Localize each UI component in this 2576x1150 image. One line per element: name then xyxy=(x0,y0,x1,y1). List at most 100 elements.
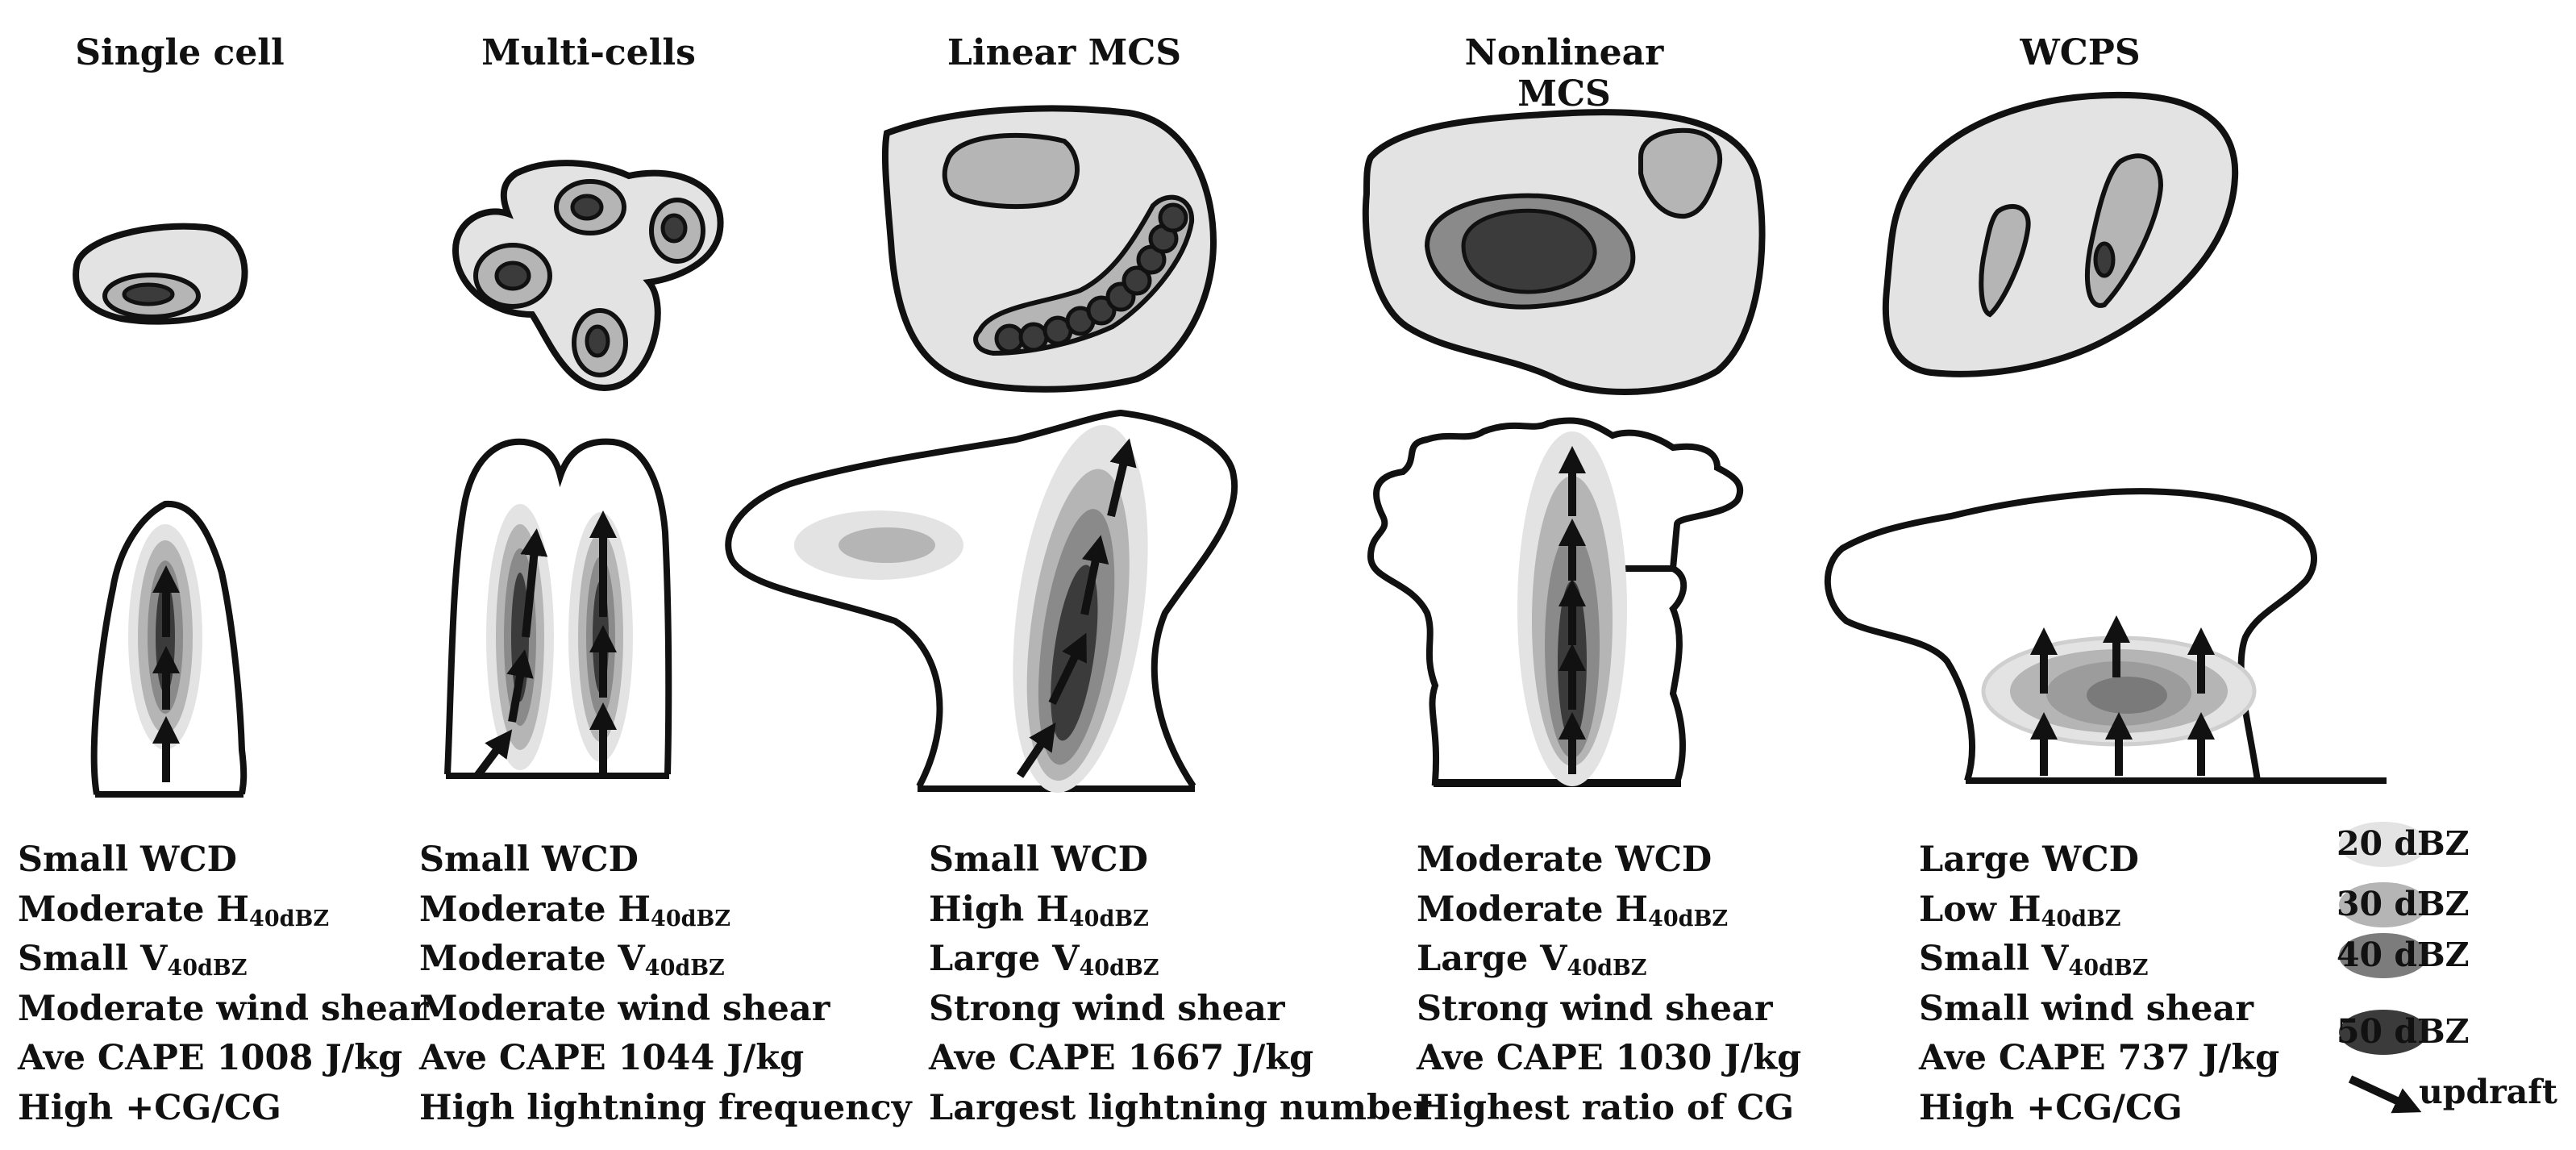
property-subscript: 40dBZ xyxy=(249,906,330,931)
property-line: Highest ratio of CG xyxy=(1417,1084,1801,1134)
property-subscript: 40dBZ xyxy=(167,956,248,981)
property-subscript: 40dBZ xyxy=(1068,906,1149,931)
property-line: Moderate V40dBZ xyxy=(419,935,912,985)
property-text: Ave CAPE 737 J/kg xyxy=(1919,1038,2280,1078)
property-line: Strong wind shear xyxy=(1417,985,1801,1035)
nonlinear-mcs-plan-view xyxy=(1362,109,1766,395)
multi-cells-plan-view xyxy=(452,160,724,391)
property-text: Small wind shear xyxy=(1919,988,2254,1029)
legend-label-30dbz: 30 dBZ xyxy=(2337,885,2470,923)
legend-label-40dbz: 40 dBZ xyxy=(2337,935,2470,974)
legend-swatch-20dbz xyxy=(2339,822,2428,867)
property-line: Strong wind shear xyxy=(929,985,1431,1035)
property-line: Moderate H40dBZ xyxy=(1417,885,1801,935)
property-line: Small WCD xyxy=(18,835,428,885)
legend-label-50dbz: 50 dBZ xyxy=(2337,1012,2470,1051)
property-text: Ave CAPE 1667 J/kg xyxy=(929,1038,1314,1078)
title-wcps: WCPS xyxy=(2020,32,2141,73)
property-text: Strong wind shear xyxy=(929,988,1285,1029)
property-line: Largest lightning number xyxy=(929,1084,1431,1134)
property-text: Moderate H xyxy=(1417,889,1649,930)
title-nonlinear-mcs: Nonlinear MCS xyxy=(1464,32,1664,115)
property-text: Ave CAPE 1044 J/kg xyxy=(419,1038,805,1078)
linear-mcs-cross-section xyxy=(725,409,1238,794)
property-line: Ave CAPE 1667 J/kg xyxy=(929,1034,1431,1084)
legend-label-20dbz: 20 dBZ xyxy=(2337,824,2470,863)
property-line: Ave CAPE 1030 J/kg xyxy=(1417,1034,1801,1084)
property-text: Moderate wind shear xyxy=(419,988,830,1029)
property-line: High +CG/CG xyxy=(1919,1084,2279,1134)
arrow-icon xyxy=(2348,1075,2422,1114)
property-line: Moderate WCD xyxy=(1417,835,1801,885)
legend-label-updraft: updraft xyxy=(2419,1073,2557,1111)
property-line: Ave CAPE 1008 J/kg xyxy=(18,1034,428,1084)
property-subscript: 40dBZ xyxy=(1567,956,1647,981)
wcps-cross-section xyxy=(1824,488,2387,784)
property-line: Small WCD xyxy=(929,835,1431,885)
single-cell-plan-view xyxy=(73,223,248,325)
property-subscript: 40dBZ xyxy=(644,956,725,981)
property-text: High lightning frequency xyxy=(419,1087,912,1128)
legend-swatches xyxy=(2339,822,2428,1114)
nonlinear-mcs-cross-section xyxy=(1367,417,1744,787)
property-text: Small WCD xyxy=(18,840,237,880)
property-line: Ave CAPE 1044 J/kg xyxy=(419,1034,912,1084)
property-text: Strong wind shear xyxy=(1417,988,1773,1029)
property-text: Moderate H xyxy=(419,889,651,930)
property-subscript: 40dBZ xyxy=(651,906,731,931)
legend-swatch-40dbz xyxy=(2339,933,2428,978)
property-text: Low H xyxy=(1919,889,2041,930)
property-subscript: 40dBZ xyxy=(2041,906,2121,931)
property-subscript: 40dBZ xyxy=(2068,956,2149,981)
property-line: Large V40dBZ xyxy=(929,935,1431,985)
property-text: High H xyxy=(929,889,1069,930)
property-text: Ave CAPE 1030 J/kg xyxy=(1417,1038,1802,1078)
property-text: Moderate WCD xyxy=(1417,840,1712,880)
property-line: Moderate wind shear xyxy=(18,985,428,1035)
property-line: Moderate H40dBZ xyxy=(419,885,912,935)
property-line: Small WCD xyxy=(419,835,912,885)
property-text: Small V xyxy=(18,939,168,979)
property-line: High H40dBZ xyxy=(929,885,1431,935)
property-subscript: 40dBZ xyxy=(1079,956,1159,981)
property-line: Small V40dBZ xyxy=(1919,935,2279,985)
property-line: Large WCD xyxy=(1919,835,2279,885)
property-text: High +CG/CG xyxy=(18,1087,281,1128)
property-line: Moderate H40dBZ xyxy=(18,885,428,935)
property-line: High +CG/CG xyxy=(18,1084,428,1134)
legend-swatch-50dbz xyxy=(2339,1010,2428,1055)
property-text: Moderate H xyxy=(18,889,250,930)
property-text: Small V xyxy=(1919,939,2069,979)
property-line: Small wind shear xyxy=(1919,985,2279,1035)
property-line: High lightning frequency xyxy=(419,1084,912,1134)
property-text: Small WCD xyxy=(929,840,1148,880)
title-single-cell: Single cell xyxy=(75,32,285,73)
single-cell-cross-section xyxy=(90,500,248,798)
property-text: Ave CAPE 1008 J/kg xyxy=(18,1038,403,1078)
property-text: Large V xyxy=(929,939,1080,979)
property-text: Large WCD xyxy=(1919,840,2139,880)
wcps-plan-view xyxy=(1882,91,2239,377)
property-text: Moderate V xyxy=(419,939,645,979)
property-text: High +CG/CG xyxy=(1919,1087,2183,1128)
property-text: Highest ratio of CG xyxy=(1417,1087,1795,1128)
property-text: Largest lightning number xyxy=(929,1087,1432,1128)
property-text: Moderate wind shear xyxy=(18,988,429,1029)
legend-swatch-30dbz xyxy=(2339,882,2428,927)
property-subscript: 40dBZ xyxy=(1648,906,1729,931)
property-text: Large V xyxy=(1417,939,1567,979)
title-multi-cells: Multi-cells xyxy=(481,32,696,73)
property-line: Ave CAPE 737 J/kg xyxy=(1919,1034,2279,1084)
property-line: Moderate wind shear xyxy=(419,985,912,1035)
property-line: Large V40dBZ xyxy=(1417,935,1801,985)
title-linear-mcs: Linear MCS xyxy=(947,32,1182,73)
multi-cells-cross-section xyxy=(444,438,672,779)
linear-mcs-plan-view xyxy=(881,105,1217,393)
property-line: Small V40dBZ xyxy=(18,935,428,985)
property-text: Small WCD xyxy=(419,840,639,880)
